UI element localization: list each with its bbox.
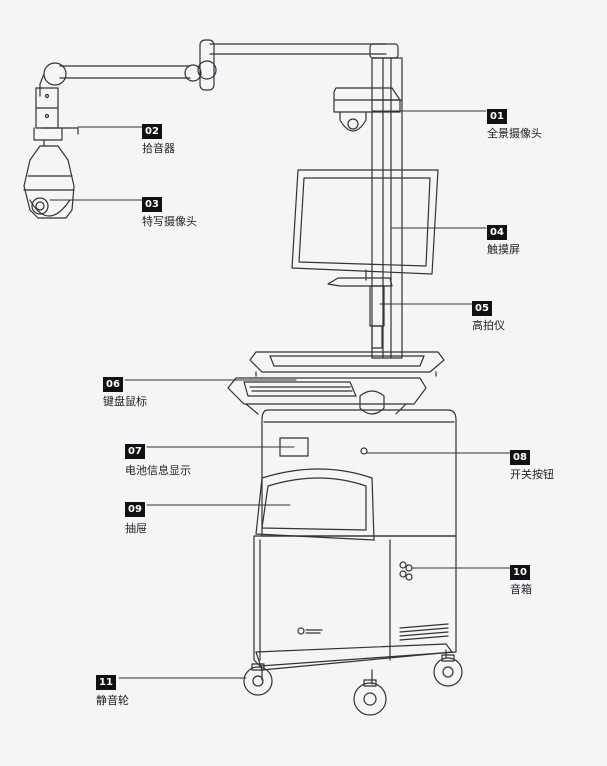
callout-03: 03 特写摄像头 <box>142 192 197 228</box>
callout-number: 06 <box>103 377 123 392</box>
callout-number: 09 <box>125 502 145 517</box>
callout-09: 09 抽屉 <box>125 497 147 535</box>
callout-number: 04 <box>487 225 507 240</box>
callout-label: 特写摄像头 <box>142 215 197 228</box>
callout-number: 08 <box>510 450 530 465</box>
callout-04: 04 触摸屏 <box>487 220 520 256</box>
callout-number: 11 <box>96 675 116 690</box>
panoramic-camera <box>333 87 401 132</box>
callout-08: 08 开关按钮 <box>510 445 554 481</box>
callout-02: 02 拾音器 <box>142 119 175 155</box>
document-camera <box>327 277 393 349</box>
power-button <box>360 447 368 455</box>
callout-label: 静音轮 <box>96 694 129 707</box>
callout-label: 开关按钮 <box>510 468 554 481</box>
callout-label: 抽屉 <box>125 522 147 535</box>
upper-cabinet <box>255 409 457 541</box>
vent <box>399 623 449 641</box>
callout-11: 11 静音轮 <box>96 670 129 707</box>
silent-wheel <box>353 679 387 716</box>
callout-10: 10 音箱 <box>510 560 532 596</box>
callout-label: 键盘鼠标 <box>103 395 147 408</box>
callout-number: 07 <box>125 444 145 459</box>
callout-01: 01 全景摄像头 <box>487 104 542 140</box>
callout-07: 07 电池信息显示 <box>125 439 191 477</box>
callout-label: 全景摄像头 <box>487 127 542 140</box>
callout-number: 01 <box>487 109 507 124</box>
drawer <box>255 468 375 541</box>
callout-number: 10 <box>510 565 530 580</box>
close-up-camera <box>23 145 75 219</box>
silent-wheel <box>433 654 463 687</box>
column <box>371 57 403 359</box>
callout-label: 高拍仪 <box>472 319 505 332</box>
lower-cabinet <box>253 535 457 667</box>
callout-label: 音箱 <box>510 583 532 596</box>
brand-logo <box>297 627 323 635</box>
silent-wheel <box>243 663 273 696</box>
callout-05: 05 高拍仪 <box>472 296 505 332</box>
mounting-arm <box>39 39 399 97</box>
sound-pickup <box>33 87 79 147</box>
callout-label: 电池信息显示 <box>125 464 191 477</box>
callout-number: 03 <box>142 197 162 212</box>
keyboard-mouse <box>227 377 427 415</box>
callout-label: 触摸屏 <box>487 243 520 256</box>
callout-06: 06 键盘鼠标 <box>103 372 147 408</box>
touch-screen <box>291 169 439 281</box>
callout-number: 05 <box>472 301 492 316</box>
speaker <box>399 561 413 581</box>
callout-label: 拾音器 <box>142 142 175 155</box>
callout-number: 02 <box>142 124 162 139</box>
leader-lines <box>49 110 511 679</box>
tray <box>249 351 445 377</box>
